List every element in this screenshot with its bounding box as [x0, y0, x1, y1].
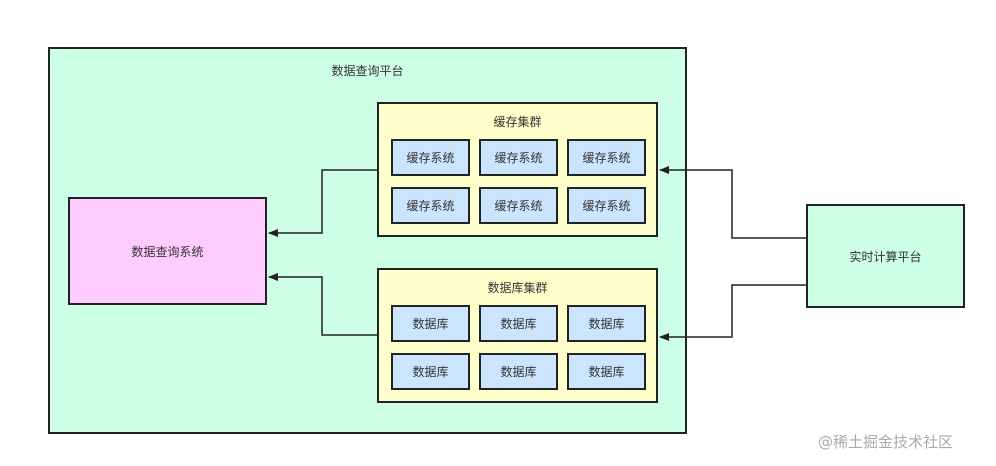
arrow-db-to-query [268, 273, 377, 336]
realtime-label: 实时计算平台 [849, 249, 922, 264]
node-label: 缓存系统 [406, 151, 455, 165]
arrow-cache-to-query [268, 169, 377, 237]
node-label: 数据库 [588, 365, 625, 379]
node-label: 数据库 [412, 317, 449, 331]
node-label: 缓存系统 [582, 151, 631, 165]
db-node: 数据库 [567, 305, 646, 342]
realtime-platform: 实时计算平台 [806, 204, 965, 308]
node-label: 数据库 [500, 365, 537, 379]
query-system: 数据查询系统 [68, 197, 267, 305]
watermark: @稀土掘金技术社区 [818, 433, 954, 451]
node-label: 缓存系统 [582, 199, 631, 213]
db-node: 数据库 [567, 353, 646, 390]
node-label: 数据库 [588, 317, 625, 331]
cache-node: 缓存系统 [567, 139, 646, 176]
db-node: 数据库 [391, 305, 470, 342]
db-node: 数据库 [391, 353, 470, 390]
db-cluster-title: 数据库集群 [487, 281, 548, 295]
arrow-realtime-to-db [659, 284, 806, 341]
cache-cluster-title: 缓存集群 [493, 115, 542, 129]
node-label: 数据库 [412, 365, 449, 379]
cache-node: 缓存系统 [391, 187, 470, 224]
query-system-label: 数据查询系统 [131, 244, 204, 259]
cache-node: 缓存系统 [567, 187, 646, 224]
cache-node: 缓存系统 [479, 187, 558, 224]
db-node: 数据库 [479, 305, 558, 342]
node-label: 缓存系统 [494, 151, 543, 165]
node-label: 缓存系统 [406, 199, 455, 213]
node-label: 缓存系统 [494, 199, 543, 213]
arrow-realtime-to-cache [659, 166, 806, 239]
db-node: 数据库 [479, 353, 558, 390]
cache-node: 缓存系统 [391, 139, 470, 176]
cache-node: 缓存系统 [479, 139, 558, 176]
platform-title: 数据查询平台 [331, 64, 404, 78]
node-label: 数据库 [500, 317, 537, 331]
